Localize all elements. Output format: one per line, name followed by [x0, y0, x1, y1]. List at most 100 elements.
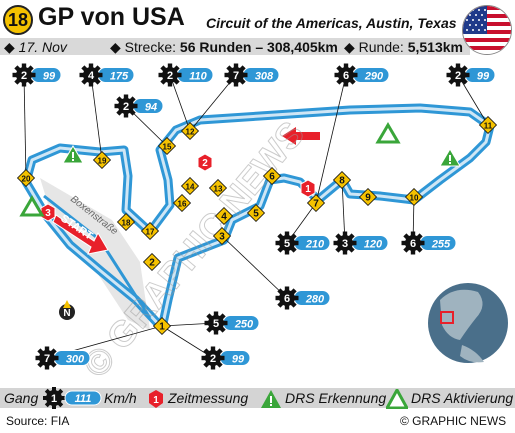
date-value: 17. Nov	[18, 39, 67, 55]
gear-icon	[201, 346, 225, 370]
corner-marker: 19	[92, 150, 112, 170]
drs-detection-icon	[62, 145, 84, 164]
gear-icon	[204, 311, 228, 335]
corner-marker: 5	[246, 203, 266, 223]
legend-timing-number: 1	[153, 395, 159, 406]
speed-value: 250	[234, 319, 254, 331]
usa-flag-icon	[462, 5, 512, 55]
speed-value: 99	[232, 354, 245, 366]
gear-speed-tag: 99 2	[12, 63, 62, 87]
legend-drs-active-icon	[386, 389, 408, 409]
round-badge: 18	[3, 5, 33, 35]
gear-number: 4	[88, 70, 95, 82]
gear-number: 6	[284, 293, 290, 305]
corner-marker: 1	[152, 316, 172, 336]
speed-value: 99	[477, 71, 490, 83]
gear-icon	[114, 94, 138, 118]
legend-gear-sample: 1 111	[43, 387, 102, 409]
gear-speed-tag: 110 2	[158, 63, 214, 87]
gear-number: 6	[343, 70, 349, 82]
lap-label: Runde:	[358, 39, 404, 55]
speed-value: 175	[110, 71, 129, 83]
laps-value: 56 Runden – 308,405km	[179, 39, 338, 55]
speed-value: 255	[431, 239, 451, 251]
timing-marker: 2	[197, 153, 213, 172]
gear-icon	[333, 231, 357, 255]
page-title: GP von USA	[38, 3, 185, 31]
gear-number: 3	[342, 238, 348, 250]
lap-value: 5,513km	[407, 39, 463, 55]
corner-marker: 11	[478, 115, 498, 135]
drs-activation-icon	[375, 122, 401, 144]
legend-gear-number: 1	[51, 393, 57, 405]
gear-icon	[275, 231, 299, 255]
legend-gear-icon: 1	[43, 387, 65, 409]
corner-number: 8	[339, 176, 345, 187]
direction-arrow	[282, 127, 320, 145]
corner-number: 9	[365, 193, 371, 204]
speed-value: 300	[66, 354, 85, 366]
corner-number: 19	[98, 157, 107, 166]
legend-bar	[0, 388, 515, 408]
corner-marker: 7	[306, 193, 326, 213]
gear-icon	[35, 346, 59, 370]
corner-number: 15	[163, 143, 172, 152]
speed-value: 110	[189, 71, 207, 83]
corner-marker: 20	[16, 168, 36, 188]
gear-number: 2	[123, 101, 129, 113]
gear-icon	[334, 63, 358, 87]
gear-number: 2	[167, 70, 173, 82]
legend-drs-active-label: DRS Aktivierung	[411, 390, 514, 406]
corner-marker: 16	[172, 193, 192, 213]
corner-marker: 10	[404, 187, 424, 207]
corner-number: 4	[221, 212, 227, 223]
laps-label: Strecke:	[124, 39, 177, 55]
speed-value: 308	[255, 71, 274, 83]
race-distance: ◆ Strecke: 56 Runden – 308,405km	[110, 39, 338, 55]
source-text: Source: FIA	[6, 414, 70, 428]
legend-gear-label: Gang	[4, 390, 39, 406]
corner-marker: 9	[358, 187, 378, 207]
corner-number: 14	[186, 183, 195, 192]
gear-icon	[158, 63, 182, 87]
gear-icon	[12, 63, 36, 87]
start-arrow	[52, 214, 109, 255]
timing-marker: 3	[40, 203, 56, 222]
corner-number: 5	[253, 209, 259, 220]
gear-number: 7	[44, 353, 50, 365]
corner-number: 6	[269, 172, 275, 183]
corner-number: 13	[214, 185, 223, 194]
compass-label: N	[63, 308, 70, 319]
corner-number: 18	[122, 219, 131, 228]
corner-number: 1	[159, 322, 165, 333]
corner-number: 2	[149, 258, 155, 269]
gear-number: 7	[233, 70, 239, 82]
gear-speed-tag: 942	[114, 94, 164, 118]
gear-number: 5	[284, 238, 290, 250]
corner-marker: 17	[140, 221, 160, 241]
corner-number: 17	[146, 228, 155, 237]
race-date: ◆ 17. Nov	[4, 39, 67, 55]
speed-value: 99	[43, 71, 56, 83]
legend-drs-detect-label: DRS Erkennung	[285, 390, 387, 406]
lap-length: ◆ Runde: 5,513km	[344, 39, 463, 55]
corner-marker: 4	[214, 206, 234, 226]
legend-timing-label: Zeitmessung	[168, 390, 249, 406]
legend-timing-icon: 1	[149, 390, 163, 408]
gear-speed-tag: 992	[201, 346, 251, 370]
gear-number: 2	[21, 70, 27, 82]
timing-marker: 1	[300, 179, 316, 198]
speed-value: 280	[305, 294, 325, 306]
gear-number: 2	[455, 70, 461, 82]
gear-icon	[446, 63, 470, 87]
info-bar	[0, 38, 470, 55]
drs-activation-icon	[19, 195, 45, 217]
circuit-name: Circuit of the Americas, Austin, Texas	[206, 15, 457, 31]
gear-speed-tag: 300 7	[35, 346, 91, 370]
corner-marker: 18	[116, 212, 136, 232]
